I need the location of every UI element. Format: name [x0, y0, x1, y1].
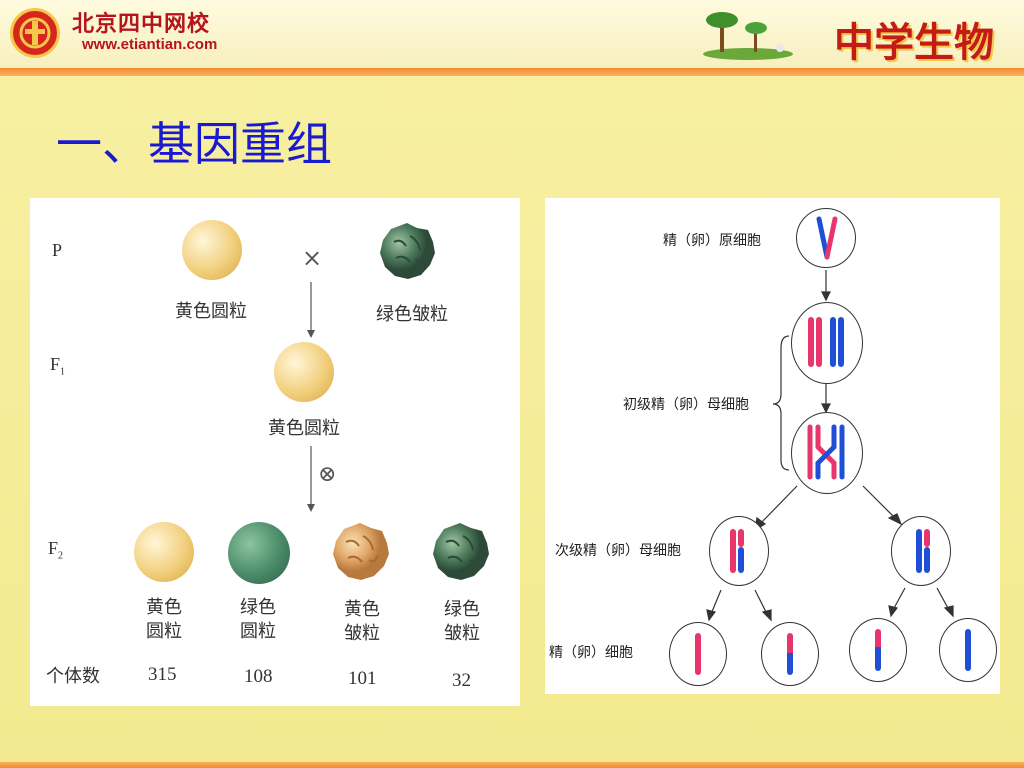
label-gamete-cell: 精（卵）细胞 — [549, 645, 633, 661]
count-4: 32 — [452, 670, 471, 691]
label-primordial-cell: 精（卵）原细胞 — [663, 233, 761, 249]
pea-green-wrinkled — [380, 223, 435, 279]
cross-symbol: × — [302, 244, 323, 272]
pea-f2-yellow-round — [134, 522, 194, 582]
p-yellow-label: 黄色圆粒 — [175, 301, 247, 322]
f2-label-1: 黄色圆粒 — [146, 597, 182, 642]
school-url: www.etiantian.com — [82, 36, 218, 53]
count-1: 315 — [148, 664, 177, 685]
slide-title: 一、基因重组 — [56, 117, 332, 171]
cell-primordial — [796, 208, 856, 268]
meiosis-arrows — [706, 270, 954, 622]
footer-divider — [0, 762, 1024, 768]
header-divider — [0, 68, 1024, 76]
self-cross-symbol: ⊗ — [318, 462, 337, 487]
f2-label-3: 黄色皱粒 — [344, 599, 380, 644]
cross-arrows — [307, 282, 315, 512]
f1-label: 黄色圆粒 — [268, 418, 340, 439]
gen-label-f2: F2 — [48, 538, 64, 562]
p-green-label: 绿色皱粒 — [376, 304, 448, 325]
header: 北京四中网校 www.etiantian.com 中学生物 — [0, 0, 1024, 68]
label-secondary-cell: 次级精（卵）母细胞 — [555, 543, 681, 559]
count-2: 108 — [244, 666, 273, 687]
count-label: 个体数 — [46, 666, 100, 687]
tree-icon — [703, 12, 793, 60]
pea-f2-green-round — [228, 522, 290, 584]
pea-f2-yellow-wrinkled — [333, 523, 389, 580]
school-name: 北京四中网校 — [72, 11, 211, 37]
cell-primary-crossover — [791, 412, 863, 494]
school-logo-icon — [10, 8, 60, 58]
cell-primary-1 — [791, 302, 863, 384]
pea-f1-yellow-round — [274, 342, 334, 402]
cell-gamete-2 — [761, 622, 819, 686]
count-3: 101 — [348, 668, 377, 689]
cell-secondary-1 — [709, 516, 769, 586]
gen-label-p: P — [52, 240, 63, 260]
subject-brand: 中学生物 — [834, 20, 994, 66]
cell-gamete-1 — [669, 622, 727, 686]
cell-gamete-3 — [849, 618, 907, 682]
cell-secondary-2 — [891, 516, 951, 586]
pea-f2-green-wrinkled — [433, 523, 489, 580]
gen-label-f1: F1 — [50, 354, 66, 378]
dihybrid-cross-figure: P × 黄色圆粒 绿色皱粒 F1 黄色圆粒 ⊗ F2 — [30, 198, 520, 706]
f2-label-2: 绿色圆粒 — [240, 597, 276, 642]
meiosis-figure: 精（卵）原细胞 初级精（卵）母细胞 次级精（卵）母细胞 精（卵）细胞 — [545, 198, 1000, 694]
f2-label-4: 绿色皱粒 — [444, 599, 480, 644]
cell-gamete-4 — [939, 618, 997, 682]
pea-yellow-round — [182, 220, 242, 280]
label-primary-cell: 初级精（卵）母细胞 — [623, 397, 749, 413]
